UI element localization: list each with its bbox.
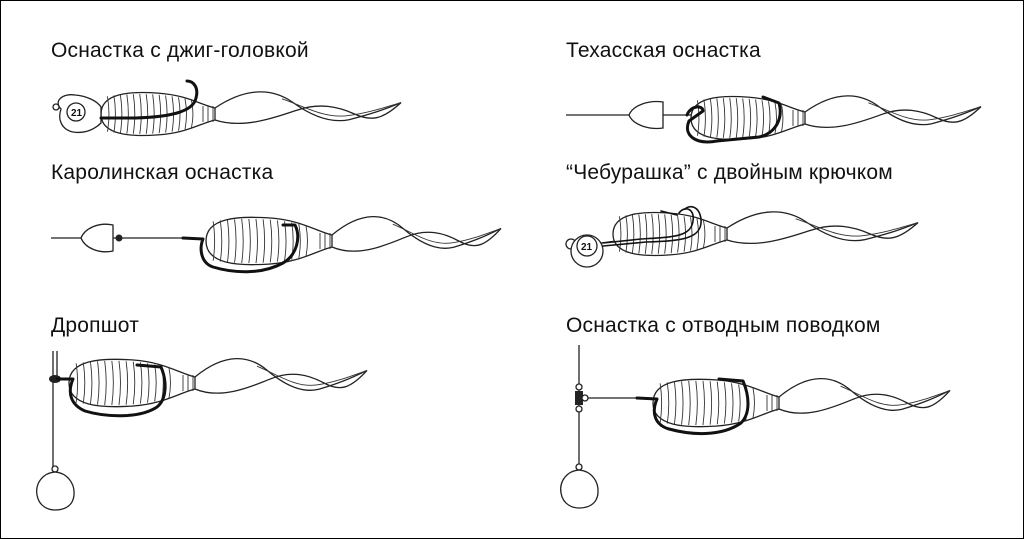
rig-label-cheburashka: “Чебурашка” с двойным крючком	[566, 161, 893, 184]
rig-label-jig: Оснастка с джиг-головкой	[51, 39, 309, 62]
drop-ring-icon	[575, 463, 583, 471]
drop-weight-icon	[36, 471, 75, 511]
twister-lure-icon	[612, 211, 919, 257]
jig-head-number: 21	[71, 108, 83, 119]
double-hook-icon	[602, 205, 702, 247]
hook-icon	[635, 377, 750, 436]
twister-lure-icon	[652, 377, 951, 428]
jig-head-icon: 21	[52, 94, 102, 134]
twister-lure-icon	[690, 95, 982, 141]
rig-label-dropshot: Дропшот	[51, 314, 140, 337]
hook-icon	[55, 363, 167, 418]
swivel-icon	[575, 383, 589, 413]
rig-label-carolina: Каролинская оснастка	[51, 161, 274, 184]
twister-lure-icon	[100, 91, 402, 137]
hook-icon	[181, 223, 300, 274]
hook-icon	[99, 79, 199, 120]
jig-head-icon: 21	[570, 234, 604, 268]
cheburashka-number: 21	[581, 242, 593, 253]
rig-label-leader: Оснастка с отводным поводком	[566, 314, 881, 337]
rig-label-texas: Техасская оснастка	[566, 39, 761, 62]
twister-lure-icon	[205, 215, 502, 266]
hook-icon	[685, 95, 782, 144]
knot-icon	[49, 375, 61, 383]
bead-icon	[115, 234, 123, 242]
drop-weight-icon	[560, 469, 599, 509]
